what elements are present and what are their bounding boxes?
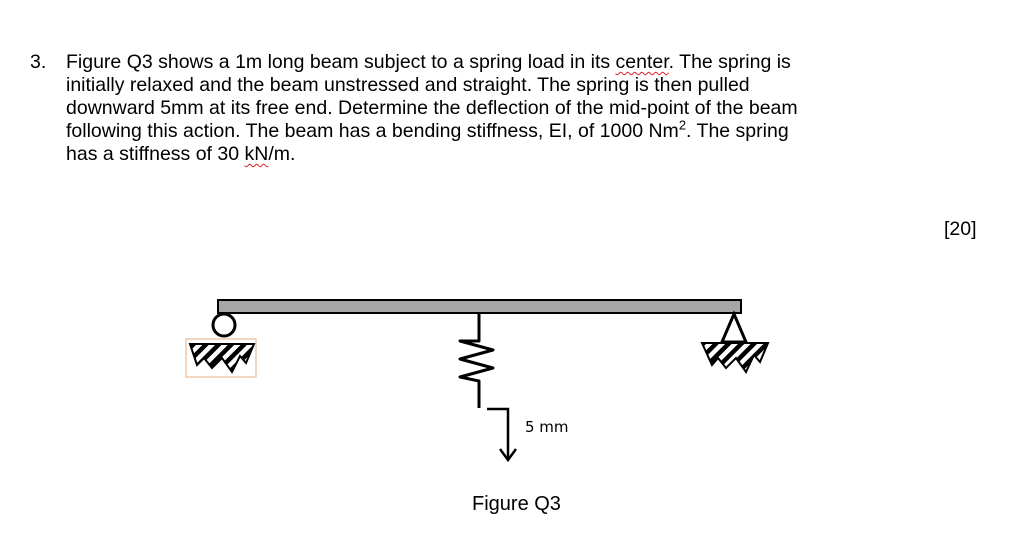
spellcheck-word-center[interactable]: center (615, 51, 669, 73)
roller-support-icon[interactable] (185, 312, 257, 378)
selection-box (185, 338, 257, 378)
question-line-2: initially relaxed and the beam unstresse… (66, 74, 750, 96)
question-line-1: Figure Q3 shows a 1m long beam subject t… (66, 51, 791, 73)
spring-icon (458, 314, 495, 408)
question-line-3: downward 5mm at its free end. Determine … (66, 97, 798, 119)
question-text: Figure Q3 shows a 1m long beam subject t… (66, 51, 966, 166)
question-number: 3. (30, 51, 47, 73)
down-arrow-icon (487, 407, 518, 463)
beam (217, 299, 742, 314)
question-line-5: has a stiffness of 30 kN/m. (66, 143, 296, 165)
spellcheck-word-kN[interactable]: kN (244, 143, 269, 165)
pin-support-icon (700, 310, 770, 374)
figure-caption: Figure Q3 (472, 493, 561, 515)
superscript-2: 2 (678, 117, 687, 133)
marks-label: [20] (944, 218, 977, 240)
question-line-4: following this action. The beam has a be… (66, 117, 789, 143)
spring-displacement-label: 5 mm (525, 418, 569, 436)
